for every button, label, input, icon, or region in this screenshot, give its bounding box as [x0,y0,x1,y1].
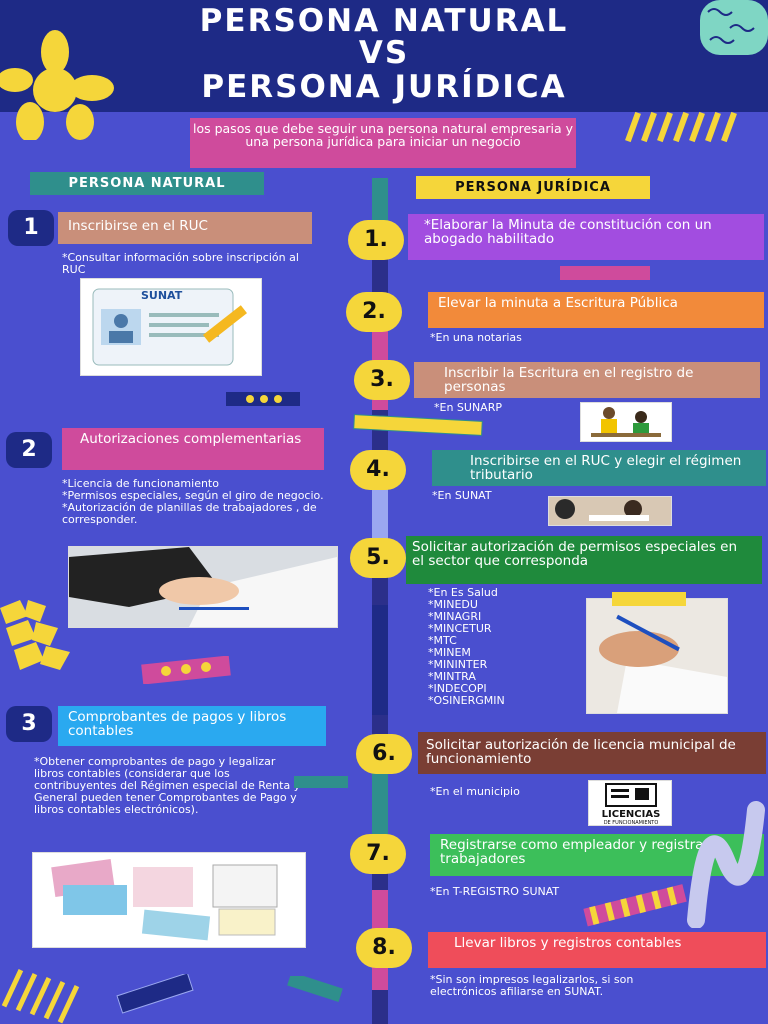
juridica-step-4-number: 4. [350,450,406,490]
title-line-1: PERSONA NATURAL [199,3,569,39]
writing-hand-photo [586,598,728,714]
squiggle-decoration-icon [687,801,765,928]
smiley-tape-icon [226,392,300,406]
juridica-step-8-label: Llevar libros y registros contables [428,932,766,968]
juridica-step-3-note: *En SUNARP [434,401,502,414]
natural-step-1-label: Inscribirse en el RUC [58,212,312,244]
juridica-step-2-note: *En una notarias [430,331,522,344]
natural-step-3-note: *Obtener comprobantes de pago y legaliza… [34,755,301,816]
tape-decoration-icon [612,592,686,606]
juridica-step-4-note: *En SUNAT [432,489,492,502]
juridica-step-1-label: *Elaborar la Minuta de constitución con … [408,214,764,260]
natural-step-3-label: Comprobantes de pagos y libros contables [58,706,326,746]
juridica-step-3-label: Inscribir la Escritura en el registro de… [414,362,760,398]
juridica-step-8-note: *Sin son impresos legalizarlos, si son e… [430,973,634,998]
juridica-step-2-number: 2. [346,292,402,332]
sunarp-illustration [580,402,672,442]
intro-text: los pasos que debe seguir una persona na… [190,118,576,168]
natural-step-2-note: *Licencia de funcionamiento *Permisos es… [62,477,324,526]
argyle-tape-icon [353,414,483,436]
juridica-step-1-number: 1. [348,220,404,260]
natural-step-3-number: 3 [6,706,52,742]
licencias-logo: LICENCIAS DE FUNCIONAMIENTO [588,780,672,826]
signing-document-photo [68,546,338,628]
grid-tape-icon [560,266,650,280]
title-line-2: VS [358,35,410,71]
grid-decoration-icon [0,600,70,670]
grid-tape-icon [116,974,194,1014]
juridica-step-7-note: *En T-REGISTRO SUNAT [430,885,560,898]
natural-step-1-note: *Consultar información sobre inscripción… [62,251,299,276]
licencias-logo-text: LICENCIAS [601,809,661,820]
juridica-step-5-number: 5. [350,538,406,578]
juridica-step-3-number: 3. [354,360,410,400]
juridica-step-6-note: *En el municipio [430,785,520,798]
timeline-segment [372,605,388,715]
natural-step-2-number: 2 [6,432,52,468]
juridica-step-5-note: *En Es Salud *MINEDU *MINAGRI *MINCETUR … [428,586,505,707]
timeline-segment [372,770,388,840]
juridica-step-4-label: Inscribirse en el RUC y elegir el régime… [432,450,766,486]
pattern-decoration-icon [700,0,768,55]
sunat-logo: SUNAT [141,289,183,302]
persona-natural-heading: PERSONA NATURAL [30,172,264,195]
juridica-step-7-number: 7. [350,834,406,874]
header-band [0,0,768,112]
flower-decoration-icon [0,30,114,140]
tape-decoration-icon [287,976,343,1002]
building-icon [605,783,657,807]
juridica-step-8-number: 8. [356,928,412,968]
office-photo [548,496,672,526]
smiley-tape-icon [141,656,231,684]
stripes-decoration-icon [625,111,737,143]
receipts-books-illustration [32,852,306,948]
timeline-segment [372,480,388,540]
juridica-step-2-label: Elevar la minuta a Escritura Pública [428,292,764,328]
title-line-3: PERSONA JURÍDICA [201,69,567,105]
sunat-illustration: SUNAT [80,278,262,376]
natural-step-1-number: 1 [8,210,54,246]
tape-decoration-icon [294,776,348,788]
juridica-step-5-label: Solicitar autorización de permisos espec… [406,536,762,584]
persona-juridica-heading: PERSONA JURÍDICA [416,176,650,199]
juridica-step-6-label: Solicitar autorización de licencia munic… [418,732,766,774]
natural-step-2-label: Autorizaciones complementarias [62,428,324,470]
licencias-logo-subtext: DE FUNCIONAMIENTO [603,820,659,826]
stripe-tape-icon [583,884,687,927]
juridica-step-6-number: 6. [356,734,412,774]
stripes-decoration-icon [1,969,80,1024]
